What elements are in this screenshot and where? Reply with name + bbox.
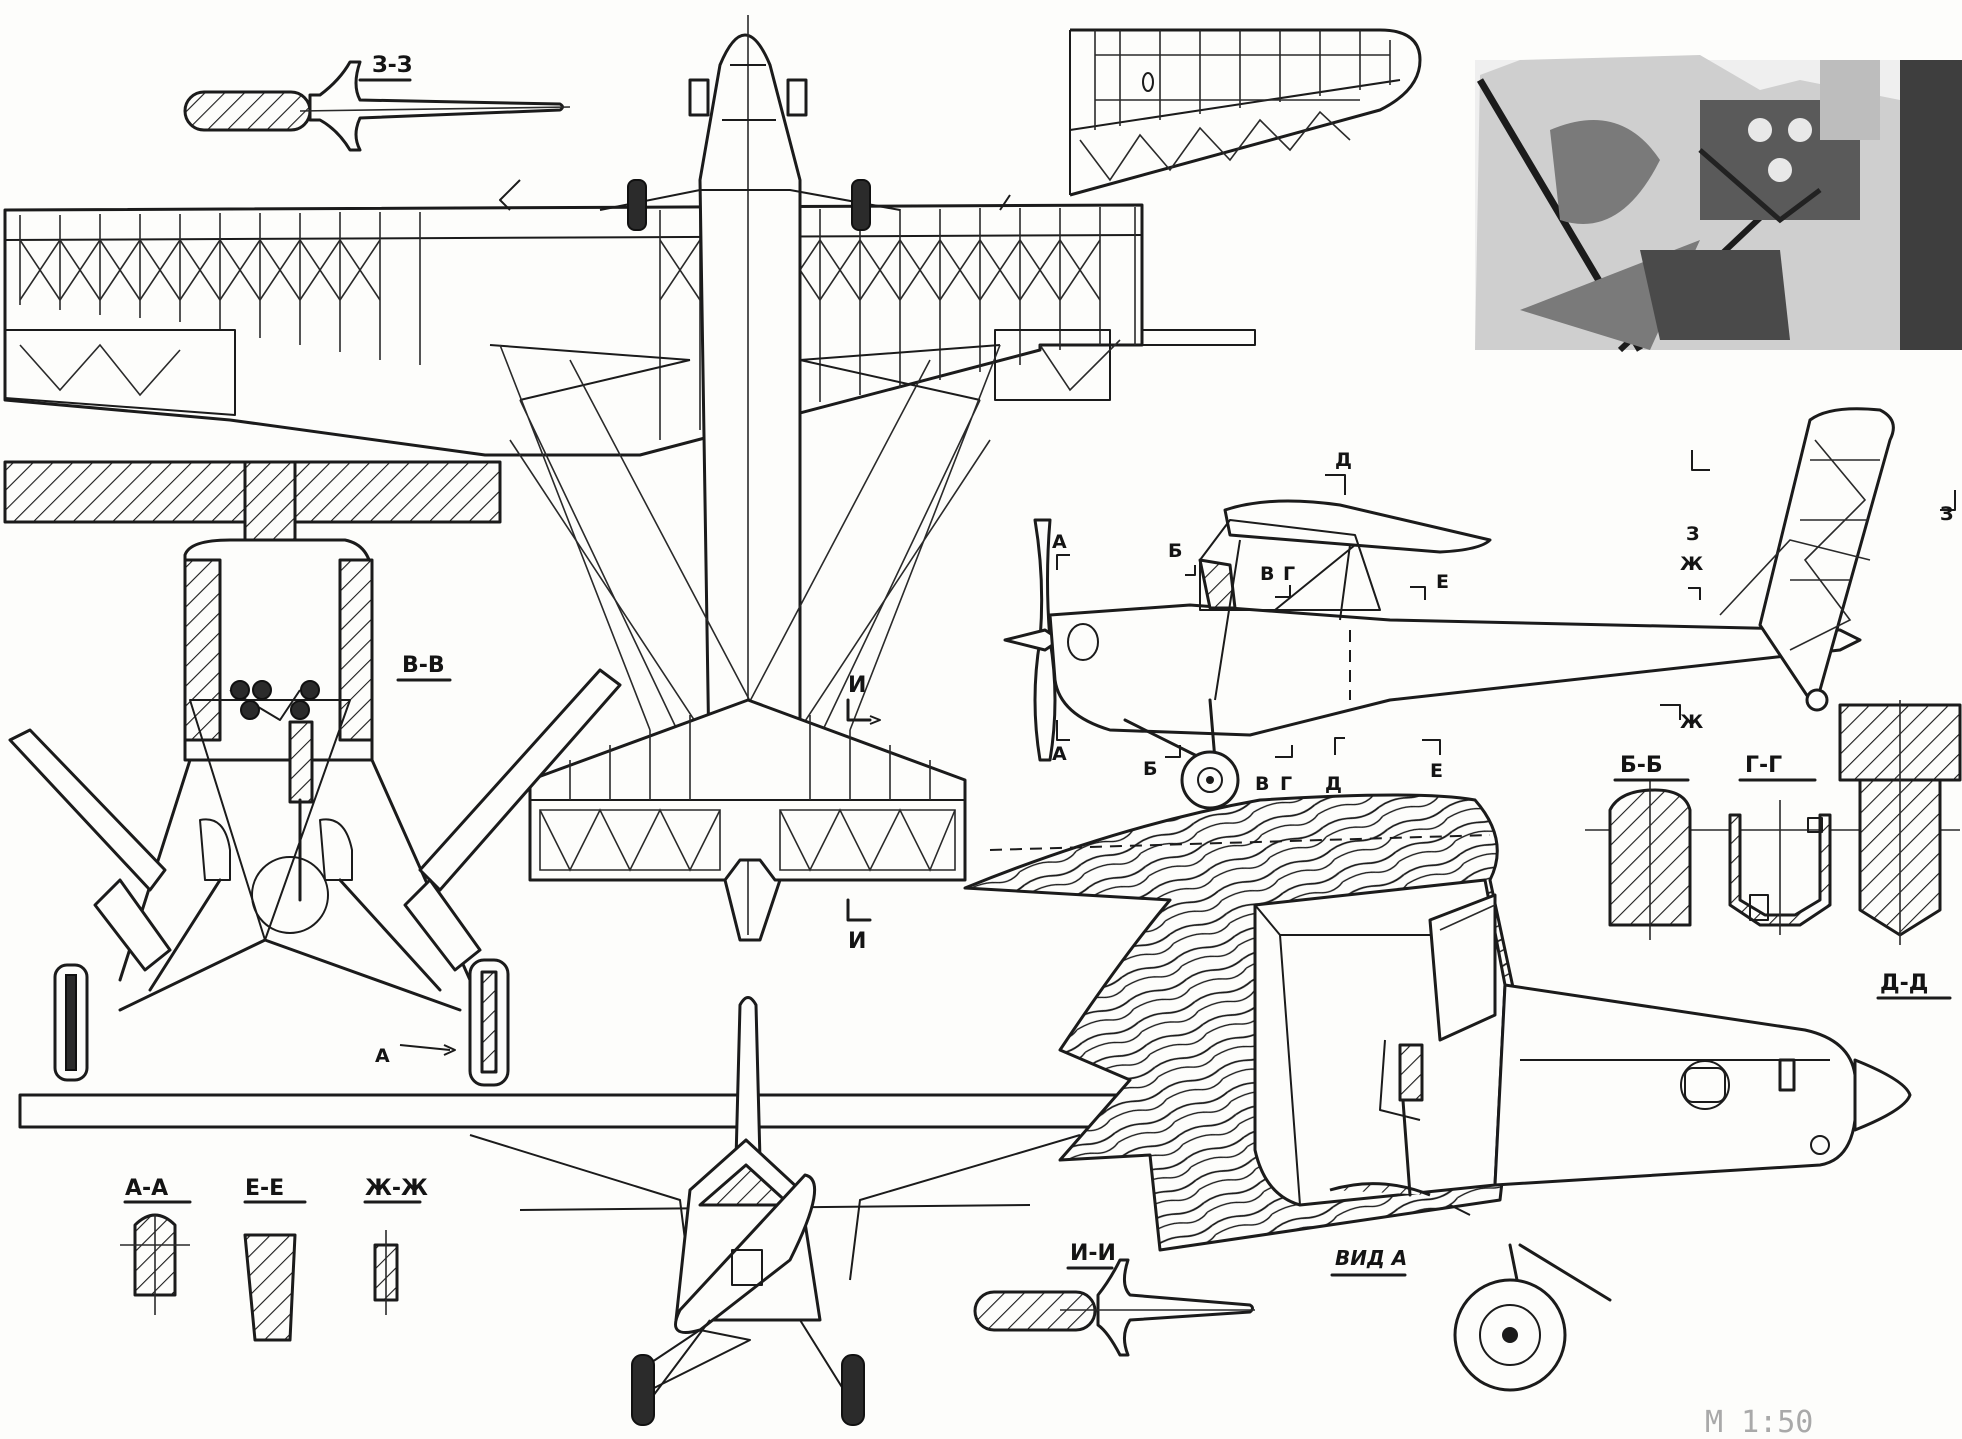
label-mark-v-top: В — [1260, 563, 1274, 585]
label-section-zh: Ж-Ж — [365, 1176, 428, 1201]
label-section-mark-i-bottom: И — [848, 929, 866, 954]
label-section-g: Г-Г — [1745, 753, 1782, 778]
label-section-z: З-З — [372, 53, 412, 78]
label-mark-e-top: Е — [1436, 571, 1449, 593]
label-mark-b-bottom: Б — [1143, 758, 1157, 780]
label-section-v: В-В — [402, 653, 445, 678]
wing-tip-detail — [1069, 28, 1422, 197]
small-sections: А-А Е-Е Ж-Ж — [120, 1176, 428, 1342]
label-mark-z-right: З — [1940, 503, 1954, 525]
label-section-b: Б-Б — [1620, 753, 1663, 778]
label-mark-e-bottom: Е — [1430, 760, 1443, 782]
label-mark-a-top: А — [1052, 531, 1067, 553]
label-mark-zh-bottom: Ж — [1680, 711, 1703, 733]
label-mark-v-bottom: В — [1255, 773, 1269, 795]
label-mark-g-top: Г — [1283, 563, 1295, 585]
label-section-i: И-И — [1070, 1241, 1116, 1266]
label-mark-b-top: Б — [1168, 540, 1182, 562]
label-mark-d-bottom: Д — [1325, 773, 1342, 795]
label-mark-z-left: З — [1686, 523, 1700, 545]
label-section-e: Е-Е — [245, 1176, 284, 1201]
label-view-arrow-a: А — [375, 1045, 390, 1067]
label-section-mark-i-top: И — [848, 673, 866, 698]
label-section-a: А-А — [125, 1176, 168, 1201]
label-mark-a-bottom: А — [1052, 743, 1067, 765]
label-view-a: ВИД А — [1335, 1246, 1407, 1270]
sections-b-g-d: Б-Б Г-Г Д-Д — [1585, 700, 1962, 1000]
section-z-z-drawing: З-З — [183, 53, 571, 152]
section-v-v-drawing: А В-В — [3, 460, 622, 1087]
label-mark-g-bottom: Г — [1280, 773, 1292, 795]
side-view: А А Б Б В Г В Г Д Д Е Е Ж Ж З З — [1003, 407, 1956, 810]
label-mark-zh-top: Ж — [1680, 553, 1703, 575]
cockpit-photo — [1475, 55, 1962, 353]
front-view — [18, 996, 1254, 1426]
label-mark-d-top: Д — [1335, 449, 1352, 471]
section-i-i-drawing: И-И — [973, 1241, 1255, 1357]
plan-view: И И — [3, 15, 1256, 954]
scale-note: М 1:50 — [1705, 1405, 1813, 1439]
label-section-d: Д-Д — [1880, 971, 1928, 996]
view-a-drawing: ВИД А — [963, 793, 1912, 1392]
